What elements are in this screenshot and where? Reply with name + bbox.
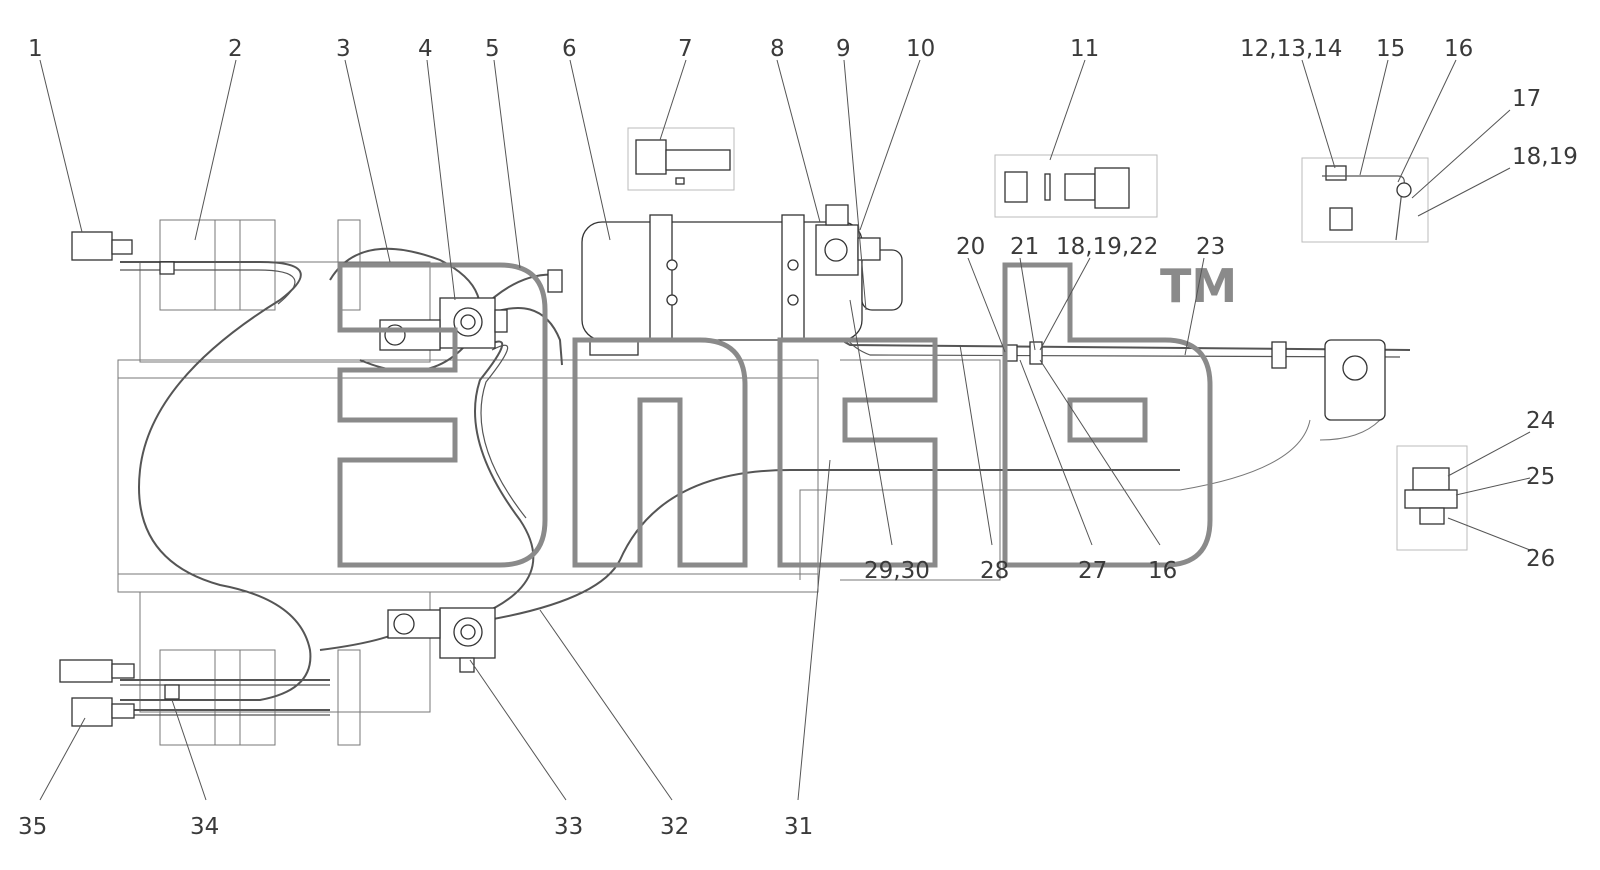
callout-16-top: 16	[1444, 36, 1473, 62]
callout-17: 17	[1512, 86, 1541, 112]
callout-labels: 1 2 3 4 5 6 7 8 9 10 11 12,13,14 15 16 1…	[18, 36, 1578, 840]
callout-11: 11	[1070, 36, 1099, 62]
callout-15: 15	[1376, 36, 1405, 62]
callout-10: 10	[906, 36, 935, 62]
detail-inset-7	[627, 127, 735, 191]
callout-26: 26	[1526, 546, 1555, 572]
leader-lines	[39, 59, 1531, 801]
callout-24: 24	[1526, 408, 1555, 434]
callout-9: 9	[836, 36, 851, 62]
callout-34: 34	[190, 814, 219, 840]
watermark-logo	[337, 262, 1213, 568]
callout-1: 1	[28, 36, 43, 62]
pipe-fittings	[547, 269, 1386, 421]
lower-control-valve	[387, 607, 496, 673]
callout-27: 27	[1078, 558, 1107, 584]
coupling-heads	[59, 231, 180, 727]
callout-6: 6	[562, 36, 577, 62]
callout-5: 5	[485, 36, 500, 62]
callout-16-bottom: 16	[1148, 558, 1177, 584]
callout-18-19-22: 18,19,22	[1056, 234, 1158, 260]
callout-7: 7	[678, 36, 693, 62]
callout-21: 21	[1010, 234, 1039, 260]
chassis-outline	[117, 219, 1381, 746]
callout-33: 33	[554, 814, 583, 840]
callout-25: 25	[1526, 464, 1555, 490]
callout-2: 2	[228, 36, 243, 62]
callout-28: 28	[980, 558, 1009, 584]
callout-8: 8	[770, 36, 785, 62]
upper-control-valve	[379, 297, 508, 351]
callout-12-13-14: 12,13,14	[1240, 36, 1342, 62]
detail-inset-24-26	[1396, 445, 1468, 551]
callout-20: 20	[956, 234, 985, 260]
callout-4: 4	[418, 36, 433, 62]
callout-18-19: 18,19	[1512, 144, 1578, 170]
callout-29-30: 29,30	[864, 558, 930, 584]
callout-23: 23	[1196, 234, 1225, 260]
drain-valve	[815, 204, 881, 276]
callout-31: 31	[784, 814, 813, 840]
detail-inset-15-19	[1301, 157, 1429, 243]
callout-35: 35	[18, 814, 47, 840]
detail-inset-11	[994, 154, 1158, 218]
callout-32: 32	[660, 814, 689, 840]
callout-3: 3	[336, 36, 351, 62]
